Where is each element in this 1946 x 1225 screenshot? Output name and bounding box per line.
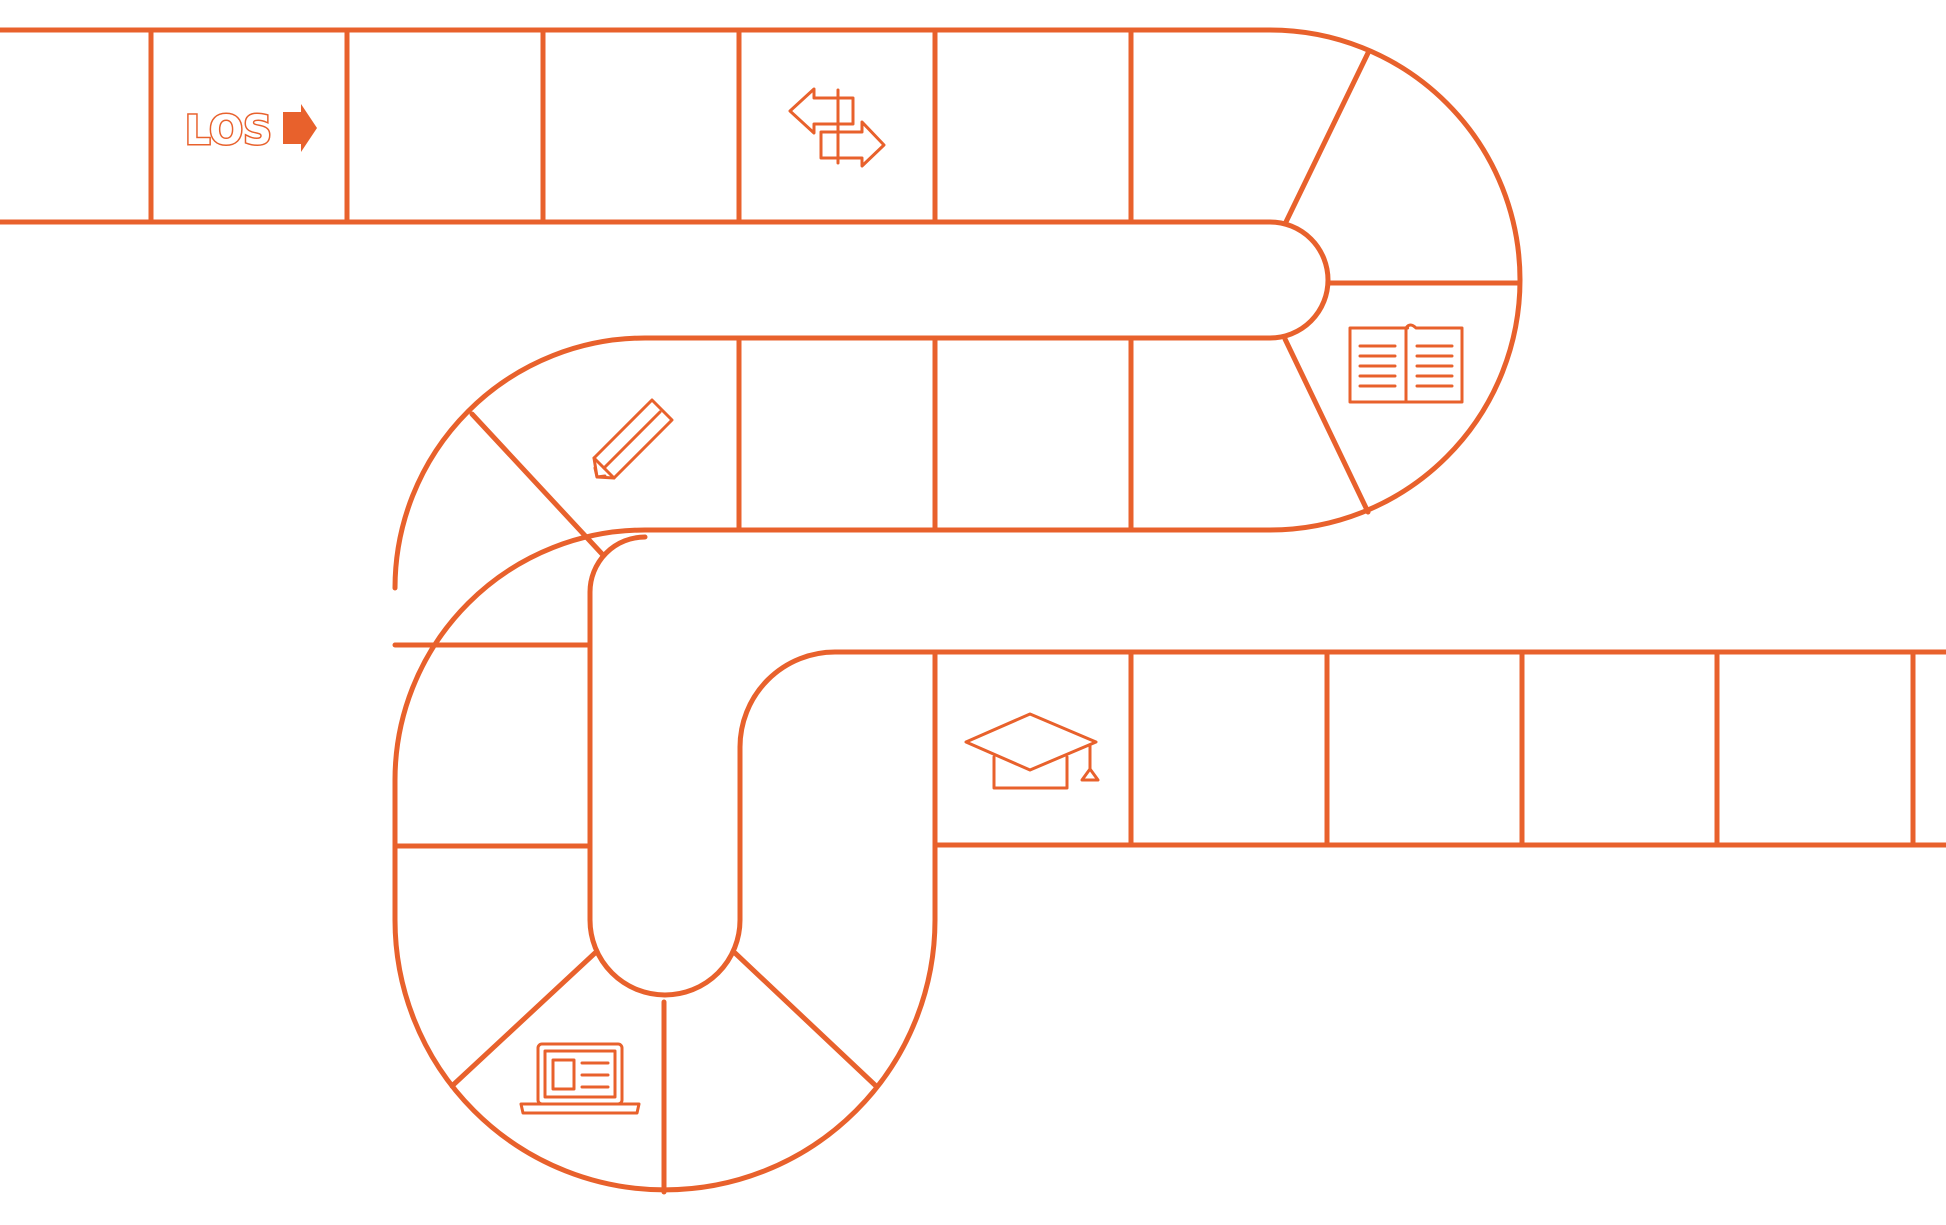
cell-divider xyxy=(732,950,879,1089)
cell-divider xyxy=(1282,336,1371,515)
graduation-cap-icon xyxy=(964,712,1100,790)
open-book-icon xyxy=(1348,323,1464,404)
start-cell: LOS xyxy=(184,104,317,156)
swap-arrows-icon xyxy=(788,87,886,168)
track-inner-outline xyxy=(0,219,1331,591)
laptop-icon xyxy=(519,1042,641,1115)
start-arrow-icon xyxy=(283,104,317,152)
pencil-icon xyxy=(592,398,674,480)
cell-divider xyxy=(469,411,606,558)
cell-divider xyxy=(1282,50,1371,227)
board-track xyxy=(0,27,1946,1195)
track-middle-inner xyxy=(587,534,1946,998)
start-label: LOS xyxy=(185,108,272,154)
cell-divider xyxy=(449,950,598,1089)
track-top-outline xyxy=(0,27,1946,1193)
